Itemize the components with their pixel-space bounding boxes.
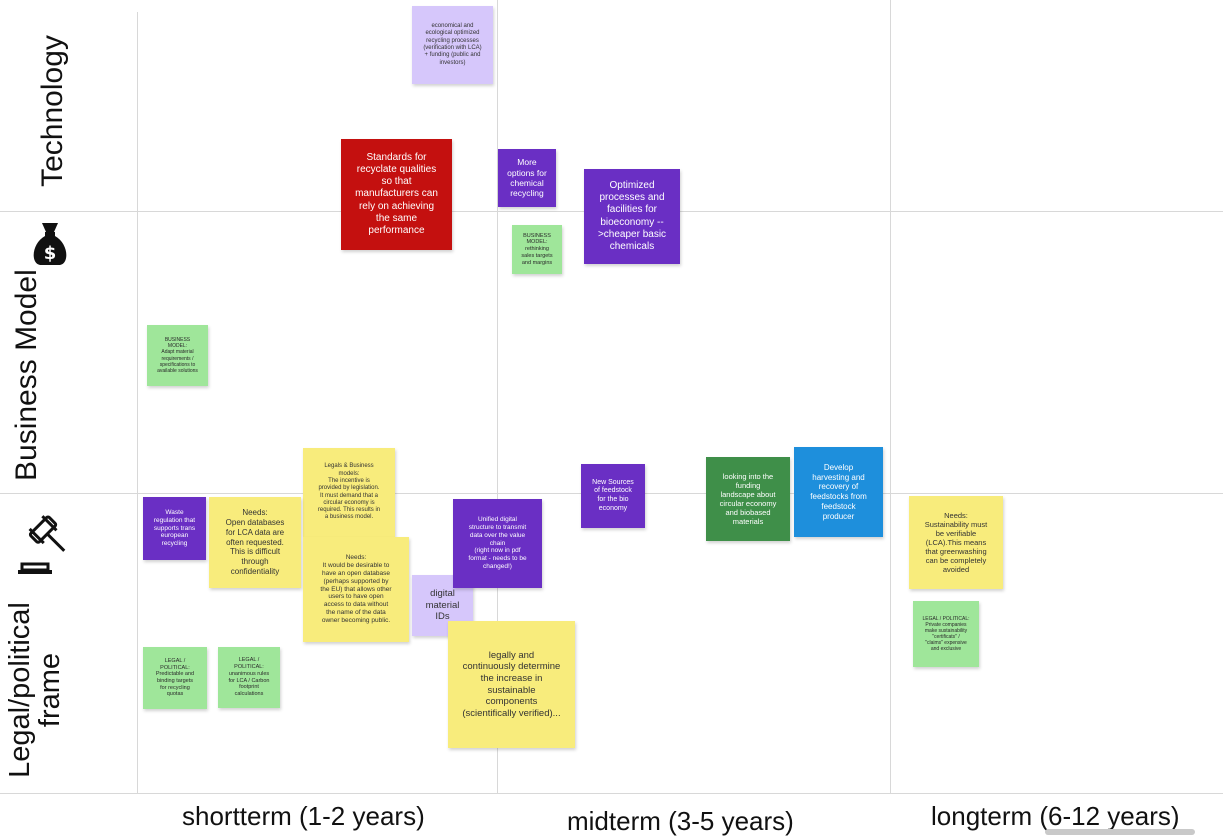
sticky-note-text: LEGAL / POLITICAL: unanimous rules for L…	[228, 657, 270, 697]
sticky-note-text: Develop harvesting and recovery of feeds…	[810, 462, 867, 521]
sticky-note-text: digital material IDs	[425, 588, 460, 623]
gavel-icon	[14, 512, 76, 576]
sticky-note-open-databases[interactable]: Needs: Open databases for LCA data are o…	[209, 497, 301, 588]
sticky-note-business-model-adapt[interactable]: BUSINESS MODEL: Adapt material requireme…	[147, 325, 208, 386]
money-bag-icon: $	[28, 219, 72, 267]
column-label-shortterm: shortterm (1-2 years)	[182, 801, 425, 831]
sticky-note-text: Needs: Open databases for LCA data are o…	[225, 508, 285, 576]
sticky-note-legals-business-models[interactable]: Legals & Business models: The incentive …	[303, 448, 395, 537]
row-label-business-model: Business Model	[10, 269, 43, 481]
sticky-note-text: Needs: Sustainability must be verifiable…	[924, 510, 988, 575]
sticky-note-standards[interactable]: Standards for recyclate qualities so tha…	[341, 139, 452, 250]
sticky-note-text: legally and continuously determine the i…	[462, 649, 561, 719]
sticky-note-legal-predictable-targets[interactable]: LEGAL / POLITICAL: Predictable and bindi…	[143, 647, 207, 709]
grid-line-bottom	[0, 793, 1223, 794]
sticky-note-text: looking into the funding landscape about…	[719, 471, 777, 527]
sticky-note-new-sources-feedstock[interactable]: New Sources of feedstock for the bio eco…	[581, 464, 645, 528]
sticky-note-legal-unanimous-rules[interactable]: LEGAL / POLITICAL: unanimous rules for L…	[218, 647, 280, 708]
sticky-note-text: LEGAL / POLITICAL: Predictable and bindi…	[155, 657, 195, 698]
sticky-note-text: economical and ecological optimized recy…	[423, 23, 482, 66]
sticky-note-open-database-eu[interactable]: Needs: It would be desirable to have an …	[303, 537, 409, 642]
row-label-legal-political: Legal/political frame	[4, 602, 67, 778]
sticky-note-sustainability-verifiable[interactable]: Needs: Sustainability must be verifiable…	[909, 496, 1003, 589]
sticky-note-text: Waste regulation that supports trans eur…	[153, 508, 196, 548]
sticky-note-text: Optimized processes and facilities for b…	[597, 179, 667, 252]
sticky-note-business-model-sales[interactable]: BUSINESS MODEL: rethinking sales targets…	[512, 225, 562, 274]
sticky-note-harvesting-feedstocks[interactable]: Develop harvesting and recovery of feeds…	[794, 447, 883, 537]
grid-line-right	[890, 0, 891, 794]
sticky-note-text: New Sources of feedstock for the bio eco…	[592, 478, 634, 512]
sticky-note-text: Standards for recyclate qualities so tha…	[355, 151, 438, 236]
sticky-note-text: Unified digital structure to transmit da…	[468, 515, 527, 571]
sticky-note-waste-regulation[interactable]: Waste regulation that supports trans eur…	[143, 497, 206, 560]
sticky-note-lca-funding[interactable]: economical and ecological optimized recy…	[412, 6, 493, 84]
column-label-midterm: midterm (3-5 years)	[567, 806, 794, 836]
grid-line-mid	[497, 0, 498, 794]
sticky-note-legally-continuously[interactable]: legally and continuously determine the i…	[448, 621, 575, 748]
sticky-note-unified-digital-structure[interactable]: Unified digital structure to transmit da…	[453, 499, 542, 588]
sticky-note-text: BUSINESS MODEL: rethinking sales targets…	[521, 232, 553, 266]
column-label-longterm: longterm (6-12 years)	[931, 801, 1180, 831]
sticky-note-text: More options for chemical recycling	[507, 157, 547, 199]
sticky-note-text: LEGAL / POLITICAL: Private companies mak…	[922, 615, 970, 653]
sticky-note-funding-landscape[interactable]: looking into the funding landscape about…	[706, 457, 790, 541]
sticky-note-legal-private-companies[interactable]: LEGAL / POLITICAL: Private companies mak…	[913, 601, 979, 667]
svg-text:$: $	[44, 243, 57, 264]
sticky-note-text: Legals & Business models: The incentive …	[317, 463, 381, 521]
horizontal-scrollbar[interactable]	[1045, 829, 1195, 835]
sticky-note-chemical-recycling[interactable]: More options for chemical recycling	[498, 149, 556, 207]
grid-line-left	[137, 12, 138, 794]
sticky-note-optimized-processes[interactable]: Optimized processes and facilities for b…	[584, 169, 680, 264]
sticky-note-text: Needs: It would be desirable to have an …	[320, 553, 392, 625]
row-label-technology: Technology	[36, 35, 69, 187]
sticky-note-text: BUSINESS MODEL: Adapt material requireme…	[157, 337, 198, 374]
